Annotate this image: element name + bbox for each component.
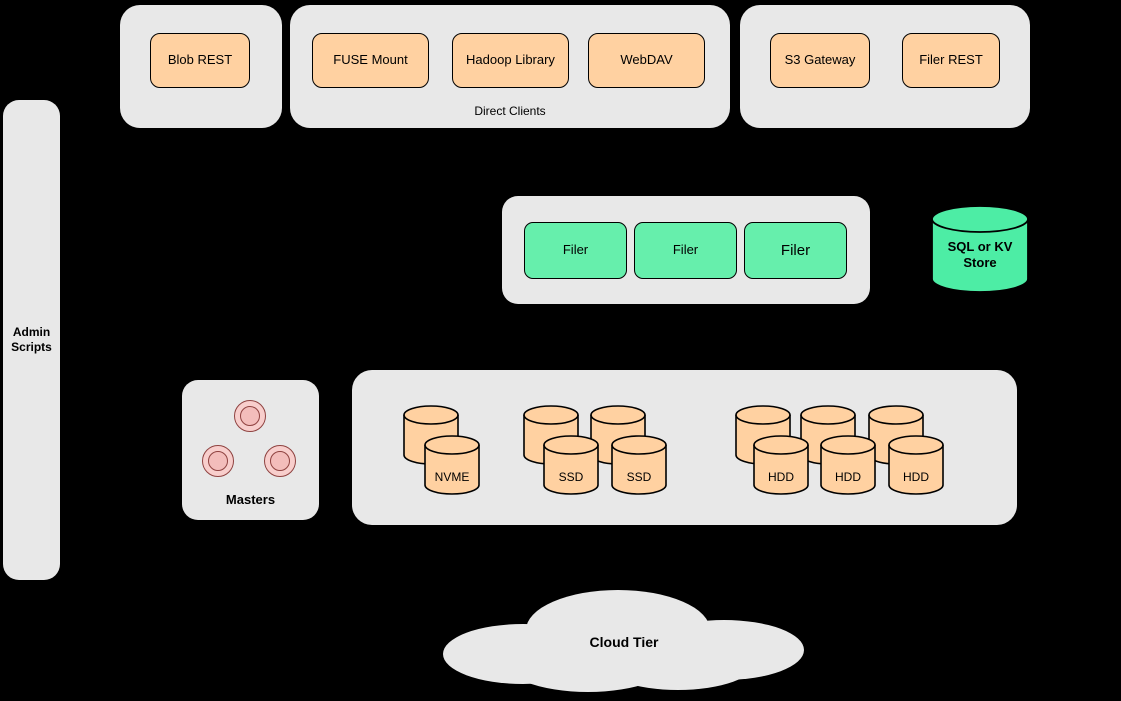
- cloud-tier-shape: Cloud Tier: [438, 588, 810, 696]
- gateway-panel: S3 Gateway Filer REST: [740, 5, 1030, 128]
- s3-gateway-node: S3 Gateway: [770, 33, 870, 88]
- webdav-node: WebDAV: [588, 33, 705, 88]
- ssd-label: SSD: [626, 470, 652, 484]
- cloud-tier-label: Cloud Tier: [589, 634, 659, 650]
- cloud-icon: [443, 590, 804, 692]
- master-node-icon: [264, 445, 296, 477]
- filer-rest-node: Filer REST: [902, 33, 1000, 88]
- sql-kv-store-cylinder: SQL or KV Store: [930, 203, 1030, 295]
- ssd-disk-cylinder-icon: SSD: [611, 435, 667, 500]
- direct-clients-panel: FUSE Mount Hadoop Library WebDAV Direct …: [290, 5, 730, 128]
- fuse-mount-node: FUSE Mount: [312, 33, 429, 88]
- hdd-label: HDD: [835, 470, 861, 484]
- blob-rest-node: Blob REST: [150, 33, 250, 88]
- masters-panel: Masters: [182, 380, 319, 520]
- admin-scripts-panel: Admin Scripts: [3, 100, 60, 580]
- hdd-disk-cylinder-icon: HDD: [820, 435, 876, 500]
- filer-panel: Filer Filer Filer: [502, 196, 870, 304]
- blob-clients-panel: Blob REST: [120, 5, 282, 128]
- filer-node: Filer: [524, 222, 627, 279]
- hdd-disk-cylinder-icon: HDD: [888, 435, 944, 500]
- sql-kv-store-label: SQL or KV Store: [947, 239, 1013, 271]
- master-node-icon: [234, 400, 266, 432]
- master-node-icon: [202, 445, 234, 477]
- filer-node: Filer: [744, 222, 847, 279]
- database-cylinder-icon: [931, 205, 1029, 293]
- hadoop-library-node: Hadoop Library: [452, 33, 569, 88]
- hdd-label: HDD: [768, 470, 794, 484]
- direct-clients-label: Direct Clients: [474, 104, 546, 118]
- ssd-disk-cylinder-icon: SSD: [543, 435, 599, 500]
- nvme-label: NVME: [434, 470, 470, 484]
- volume-servers-panel: NVME SSD SSD: [352, 370, 1017, 525]
- filer-node: Filer: [634, 222, 737, 279]
- masters-label: Masters: [225, 492, 276, 507]
- nvme-disk-cylinder-icon: NVME: [424, 435, 480, 500]
- ssd-label: SSD: [558, 470, 584, 484]
- hdd-disk-cylinder-icon: HDD: [753, 435, 809, 500]
- hdd-label: HDD: [903, 470, 929, 484]
